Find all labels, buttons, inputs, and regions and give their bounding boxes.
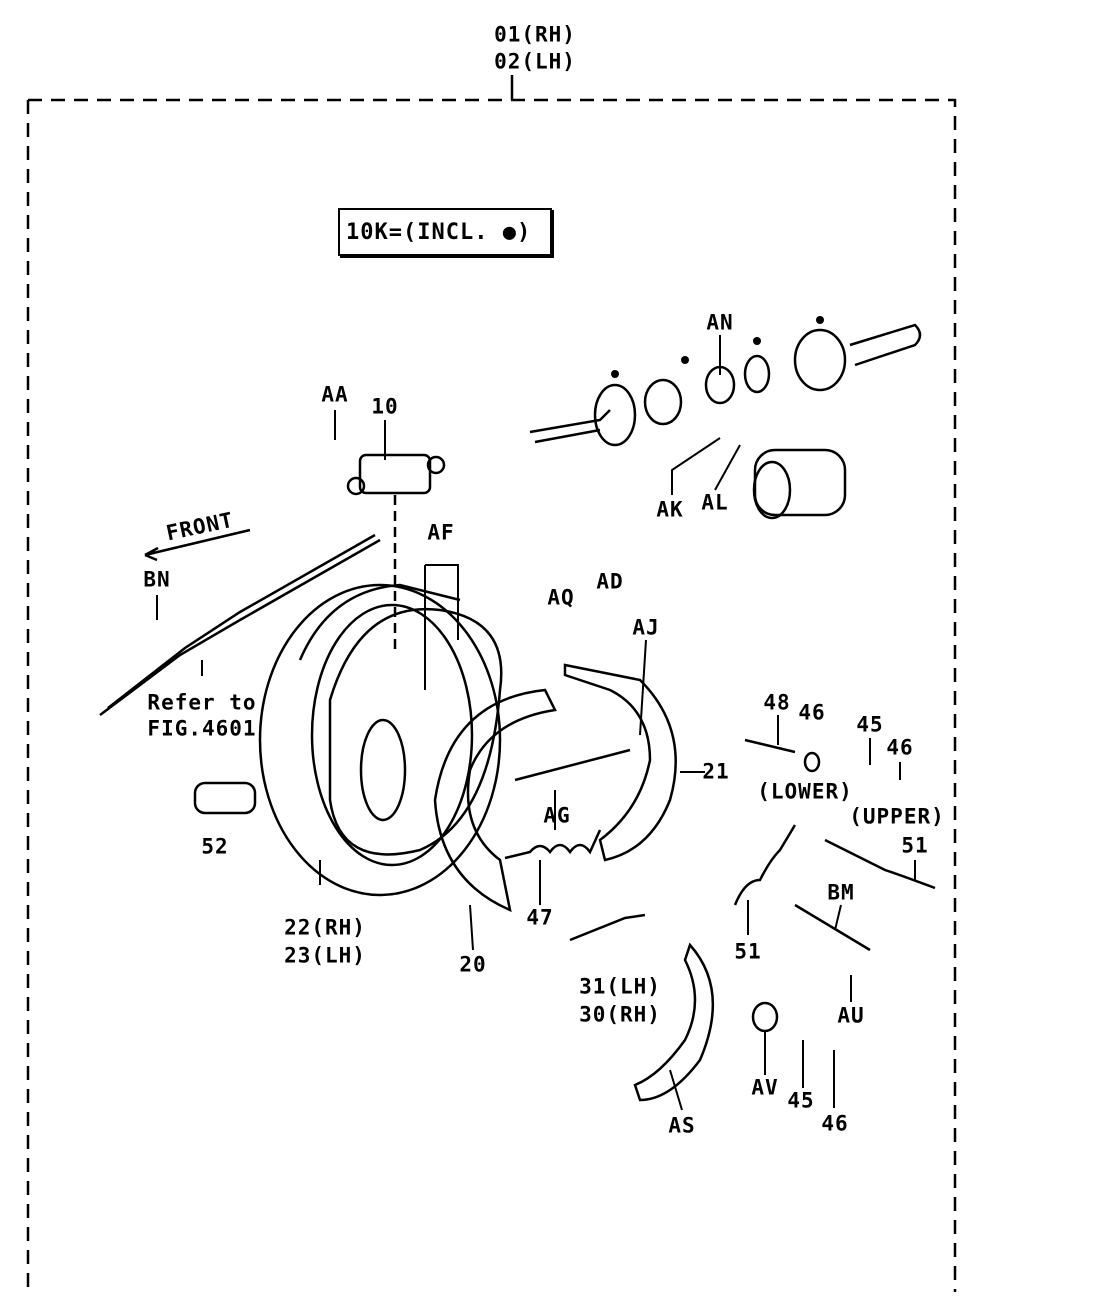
brake-drum: [258, 583, 502, 897]
assembly-rh-label: 01(RH): [494, 22, 576, 47]
part-label: AK: [656, 497, 684, 522]
backing-plate: [328, 607, 503, 856]
position-note: (UPPER): [849, 804, 945, 829]
lever-as: [633, 942, 715, 1102]
cup-av: [751, 1001, 779, 1033]
wheel-cylinder-10: [346, 453, 446, 650]
part-label: AU: [837, 1003, 865, 1028]
kit-dot-icon: [611, 370, 619, 378]
part-label: 46: [798, 700, 826, 725]
part-label: AG: [543, 803, 571, 828]
cylinder-kit: [529, 323, 922, 520]
part-label: BN: [143, 567, 171, 592]
part-label: 30(RH): [579, 1002, 661, 1027]
kit-note: 10K=(INCL. ●): [346, 220, 532, 245]
leader-lines: [156, 335, 916, 1111]
part-label: 20: [459, 952, 487, 977]
part-label: 51: [901, 833, 929, 858]
part-label: AN: [706, 310, 734, 335]
spring-51: [733, 824, 797, 906]
part-label: 47: [526, 905, 554, 930]
part-label: 48: [763, 690, 791, 715]
assembly-border: [26, 98, 957, 1292]
part-label: 21: [702, 759, 730, 784]
part-label: 51: [734, 939, 762, 964]
parking-cable: [99, 538, 381, 716]
kit-dot-icon: [816, 316, 824, 324]
part-label: BM: [827, 880, 855, 905]
part-label: AS: [668, 1113, 696, 1138]
part-label: 23(LH): [284, 943, 366, 968]
part-label: 46: [821, 1111, 849, 1136]
kit-note-box: 10K=(INCL. ●): [338, 208, 552, 256]
part-label: 45: [787, 1088, 815, 1113]
brake-shoe-20: [433, 688, 557, 913]
kit-dot-icon: [681, 356, 689, 364]
washer-46: [803, 751, 821, 773]
reference-link[interactable]: FIG.4601: [147, 716, 257, 741]
part-label: AV: [751, 1075, 779, 1100]
part-52: [193, 781, 257, 815]
reference-text: Refer to: [147, 690, 257, 715]
part-label: 46: [886, 735, 914, 760]
part-label: AA: [321, 382, 349, 407]
assembly-lh-label: 02(LH): [494, 49, 576, 74]
part-label: AL: [701, 490, 729, 515]
strut-bm: [794, 903, 871, 952]
part-label: 22(RH): [284, 915, 366, 940]
pin-31: [569, 913, 646, 942]
part-label: AF: [427, 520, 455, 545]
spring-47: [504, 829, 602, 860]
bolt-48: [744, 738, 796, 754]
part-label: AD: [596, 569, 624, 594]
brake-shoe-21: [563, 663, 677, 862]
part-label: 31(LH): [579, 974, 661, 999]
part-label: 52: [201, 834, 229, 859]
adjuster-ag: [514, 748, 631, 782]
position-note: (LOWER): [757, 779, 853, 804]
part-label: AJ: [632, 615, 660, 640]
kit-dot-icon: [753, 337, 761, 345]
part-label: 45: [856, 712, 884, 737]
part-label: AQ: [547, 585, 575, 610]
part-label: 10: [371, 394, 399, 419]
spring-51-upper: [824, 838, 936, 890]
front-arrow: [144, 528, 251, 562]
